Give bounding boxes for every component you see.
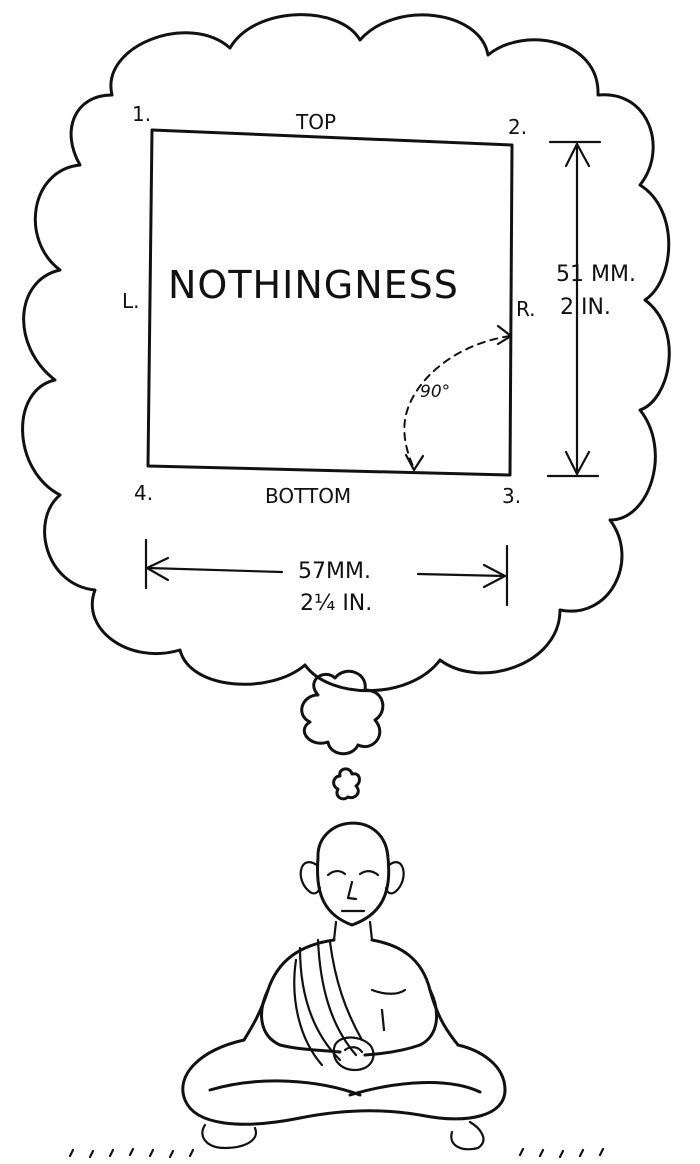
width-arrowhead-right bbox=[482, 563, 507, 589]
nothingness-square bbox=[146, 128, 514, 477]
width-arrow-right-line bbox=[416, 572, 507, 578]
side-label-bottom: BOTTOM bbox=[265, 484, 351, 508]
ground-marks bbox=[68, 1147, 605, 1159]
thought-bubble-medium bbox=[300, 669, 385, 756]
side-label-top: TOP bbox=[295, 110, 336, 134]
corner-label-3: 3. bbox=[502, 484, 521, 508]
monk-chest bbox=[370, 988, 407, 1032]
side-label-left: L. bbox=[122, 289, 140, 313]
monk-nose bbox=[346, 880, 358, 901]
width-in-label: 2¼ IN. bbox=[300, 591, 372, 616]
width-arrow-left-line bbox=[146, 566, 284, 574]
height-arrowhead-top bbox=[564, 142, 591, 168]
width-mm-label: 57MM. bbox=[298, 559, 371, 584]
monk-hands bbox=[332, 1036, 375, 1072]
height-arrowhead-bottom bbox=[564, 450, 591, 476]
angle-arrow-right bbox=[496, 324, 513, 346]
monk-robe bbox=[293, 938, 364, 1067]
monk-arms bbox=[260, 988, 439, 1057]
angle-arrow-bottom bbox=[404, 453, 425, 472]
monk-ear-right bbox=[384, 861, 405, 895]
side-label-right: R. bbox=[516, 297, 536, 321]
monk-foot-left bbox=[201, 1123, 258, 1150]
thought-cloud bbox=[21, 13, 671, 693]
angle-arc bbox=[403, 335, 511, 469]
monk-torso bbox=[242, 938, 460, 1047]
meditating-monk bbox=[68, 821, 605, 1159]
monk-neck bbox=[332, 920, 374, 942]
corner-label-1: 1. bbox=[132, 102, 151, 126]
corner-label-2: 2. bbox=[508, 115, 527, 139]
monk-eye-right bbox=[358, 870, 380, 877]
nothingness-text: NOTHINGNESS bbox=[168, 263, 459, 307]
corner-label-4: 4. bbox=[134, 481, 153, 505]
width-arrowhead-left bbox=[145, 556, 170, 582]
thought-bubble-small bbox=[332, 767, 361, 801]
monk-legs bbox=[181, 1038, 507, 1126]
height-in-label: 2 IN. bbox=[560, 295, 611, 320]
monk-foot-right bbox=[450, 1120, 485, 1151]
monk-ear-left bbox=[299, 861, 322, 895]
height-mm-label: 51 MM. bbox=[556, 262, 636, 287]
angle-label: 90° bbox=[420, 382, 450, 402]
monk-eye-left bbox=[326, 870, 347, 877]
